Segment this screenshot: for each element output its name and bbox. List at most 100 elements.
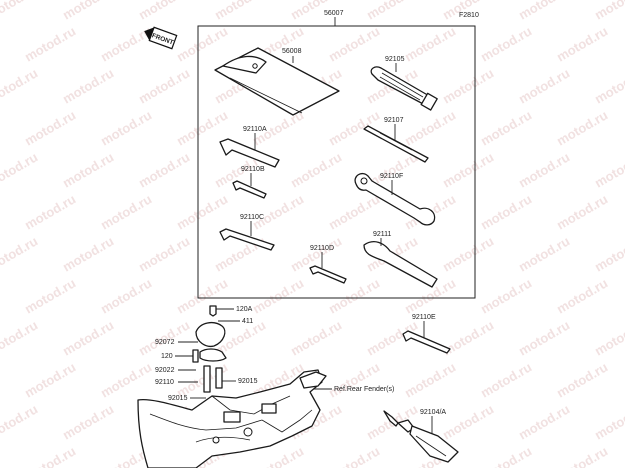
bracket-assembly (192, 305, 227, 393)
label-pouch: 56008 (282, 48, 302, 55)
watermark-text: motod.ru (402, 23, 458, 64)
watermark-text: motod.ru (136, 65, 192, 106)
screwdriver-bit (363, 125, 429, 163)
label-bit: 92107 (384, 117, 404, 124)
tool-92111 (363, 241, 438, 288)
watermark-text: motod.ru (440, 65, 496, 106)
hex-wrench-92110b (232, 180, 267, 199)
watermark-text: motod.ru (516, 233, 572, 274)
watermark-text: motod.ru (288, 149, 344, 190)
watermark-text: motod.ru (60, 401, 116, 442)
watermark-text: motod.ru (516, 149, 572, 190)
watermark-text: motod.ru (326, 443, 382, 468)
watermark-text: motod.ru (326, 275, 382, 316)
watermark-text: motod.ru (478, 359, 534, 400)
watermark-text: motod.ru (440, 317, 496, 358)
watermark-text: motod.ru (136, 0, 192, 23)
watermark-text: motod.ru (478, 107, 534, 148)
label-ref-rear-fender: Ref.Rear Fender(s) (334, 386, 394, 393)
watermark-text: motod.ru (0, 233, 40, 274)
watermark-text: motod.ru (592, 65, 625, 106)
label-hex-110c: 92110C (240, 214, 264, 221)
watermark-text: motod.ru (592, 317, 625, 358)
front-arrow-icon: FRONT (144, 26, 178, 50)
watermark-text: motod.ru (326, 191, 382, 232)
watermark-text: motod.ru (516, 317, 572, 358)
label-bolt-120: 120 (161, 353, 173, 360)
watermark-text: motod.ru (22, 23, 78, 64)
watermark-text: motod.ru (98, 107, 154, 148)
watermark-text: motod.ru (554, 191, 610, 232)
label-92015-right: 92015 (238, 378, 258, 385)
watermark-text: motod.ru (592, 0, 625, 23)
watermark-text: motod.ru (0, 65, 40, 106)
watermark-text: motod.ru (554, 275, 610, 316)
watermark-text: motod.ru (174, 23, 230, 64)
watermark-text: motod.ru (478, 275, 534, 316)
watermark-text: motod.ru (0, 317, 40, 358)
label-tool-92111: 92111 (373, 231, 392, 238)
watermark-text: motod.ru (60, 149, 116, 190)
watermark-text: motod.ru (60, 317, 116, 358)
watermark-text: motod.ru (592, 149, 625, 190)
watermark-text: motod.ru (60, 65, 116, 106)
watermark-text: motod.ru (326, 359, 382, 400)
watermark-text: motod.ru (22, 359, 78, 400)
rear-fender-assembly (137, 369, 327, 469)
watermark-text: motod.ru (516, 0, 572, 23)
label-hex-110b: 92110B (241, 166, 265, 173)
hex-wrench-92110c (219, 228, 275, 251)
figure-code: F2810 (459, 12, 479, 19)
watermark-text: motod.ru (592, 401, 625, 442)
watermark-text: motod.ru (250, 191, 306, 232)
watermark-text: motod.ru (592, 233, 625, 274)
watermark-text: motod.ru (250, 275, 306, 316)
watermark-text: motod.ru (402, 107, 458, 148)
label-screwdriver-handle: 92105 (385, 56, 405, 63)
watermark-text: motod.ru (174, 275, 230, 316)
watermark-text: motod.ru (22, 275, 78, 316)
watermark-text: motod.ru (516, 65, 572, 106)
watermark-text: motod.ru (136, 233, 192, 274)
hex-wrench-92110d (309, 265, 347, 284)
label-spanner: 92110F (380, 173, 403, 180)
watermark-text: motod.ru (0, 149, 40, 190)
label-grease: 92104/A (420, 409, 446, 416)
watermark-text: motod.ru (0, 401, 40, 442)
watermark-text: motod.ru (554, 443, 610, 468)
watermark-text: motod.ru (478, 443, 534, 468)
label-bolt-120a: 120A (236, 306, 253, 313)
watermark-text: motod.ru (554, 107, 610, 148)
watermark-text: motod.ru (478, 23, 534, 64)
watermark-text: motod.ru (478, 191, 534, 232)
hex-wrench-92110e (402, 330, 451, 354)
watermark-text: motod.ru (440, 233, 496, 274)
watermark-text: motod.ru (0, 0, 40, 23)
tool-kit-frame (197, 25, 476, 299)
watermark-text: motod.ru (22, 191, 78, 232)
watermark-text: motod.ru (326, 107, 382, 148)
watermark-text: motod.ru (22, 443, 78, 468)
screwdriver-handle (370, 66, 438, 111)
label-92015-left: 92015 (168, 395, 188, 402)
label-411: 411 (242, 318, 253, 325)
label-92022: 92022 (155, 367, 175, 374)
watermark-text: motod.ru (98, 23, 154, 64)
watermark-text: motod.ru (364, 0, 420, 23)
open-end-spanner (354, 172, 436, 226)
watermark-text: motod.ru (22, 107, 78, 148)
tool-pouch (214, 47, 340, 116)
watermark-text: motod.ru (98, 359, 154, 400)
watermark-text: motod.ru (554, 23, 610, 64)
watermark-text: motod.ru (288, 317, 344, 358)
label-bracket-92072: 92072 (155, 339, 175, 346)
label-hex-110d: 92110D (310, 245, 334, 252)
label-hex-110e: 92110E (412, 314, 436, 321)
watermark-text: motod.ru (174, 191, 230, 232)
watermark-text: motod.ru (402, 359, 458, 400)
watermark-text: motod.ru (212, 0, 268, 23)
watermark-text: motod.ru (98, 275, 154, 316)
grease-tube (383, 410, 459, 463)
watermark-text: motod.ru (554, 359, 610, 400)
